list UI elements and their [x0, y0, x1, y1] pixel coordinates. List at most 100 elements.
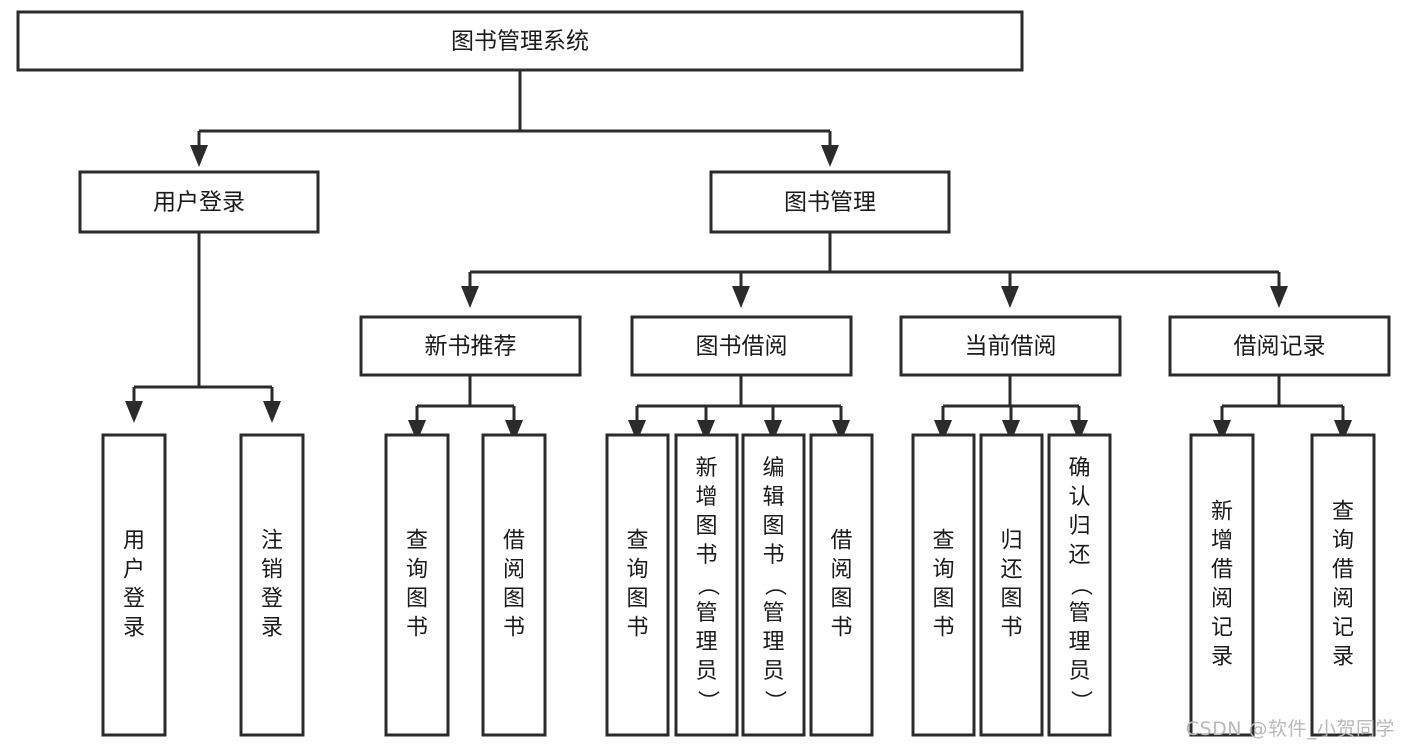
node-box[interactable] [911, 433, 976, 737]
node-root-root[interactable]: 图书管理系统 [16, 10, 1024, 72]
csdn-watermark: CSDN @软件_小贺同学 [1185, 718, 1395, 740]
node-label: 图书借阅 [696, 334, 788, 360]
node-label-char: 注 [261, 529, 283, 554]
node-box[interactable] [16, 10, 1024, 72]
node-leaf-leaf-user-login[interactable]: 用户登录 [101, 433, 167, 737]
node-label-char: 录 [261, 616, 283, 641]
node-level2-book-management[interactable]: 图书管理 [709, 170, 951, 234]
arrow-head-icon [732, 286, 750, 308]
node-label-char: 图 [1000, 587, 1022, 612]
arrow-head-icon [1334, 420, 1352, 442]
node-label-char: 登 [261, 587, 283, 612]
arrow-head-icon [1270, 286, 1288, 308]
node-label-char: 户 [123, 558, 145, 583]
node-label-char: 管 [762, 601, 784, 626]
node-label-char: （ [1068, 574, 1093, 596]
node-box[interactable] [1310, 433, 1376, 737]
node-label-char: 阅 [1211, 587, 1233, 612]
node-label-char: 录 [1332, 645, 1354, 670]
node-label: 图书管理系统 [451, 29, 589, 55]
node-box[interactable] [359, 315, 582, 377]
node-label-char: 理 [1068, 630, 1090, 655]
node-level3-current-borrow[interactable]: 当前借阅 [899, 315, 1122, 377]
arrow-head-icon [263, 401, 281, 423]
node-box[interactable] [899, 315, 1122, 377]
node-label-char: 图 [406, 587, 428, 612]
arrow-head-icon [764, 420, 782, 442]
node-label-char: 确 [1068, 456, 1090, 481]
connector-user-login-to-leaves [125, 232, 281, 423]
node-box[interactable] [239, 433, 305, 737]
arrow-head-icon [190, 145, 208, 167]
node-label-char: 管 [1068, 601, 1090, 626]
node-box[interactable] [101, 433, 167, 737]
node-box[interactable] [1047, 433, 1112, 737]
node-box[interactable] [1189, 433, 1255, 737]
node-box[interactable] [384, 433, 450, 737]
node-label-char: 增 [695, 485, 717, 510]
node-label-char: 增 [1211, 529, 1233, 554]
node-label: 用户登录 [153, 190, 245, 216]
node-box[interactable] [481, 433, 547, 737]
node-box[interactable] [1168, 315, 1391, 377]
node-level2-user-login[interactable]: 用户登录 [78, 170, 320, 234]
node-box[interactable] [809, 433, 874, 737]
node-label-char: 记 [1211, 616, 1233, 641]
node-label-char: 编 [762, 456, 784, 481]
node-label-char: 借 [830, 529, 852, 554]
node-label-char: 图 [830, 587, 852, 612]
node-label-char: 图 [626, 587, 648, 612]
node-box[interactable] [605, 433, 670, 737]
node-level3-book-borrow[interactable]: 图书借阅 [630, 315, 853, 377]
node-level3-new-book-recommend[interactable]: 新书推荐 [359, 315, 582, 377]
node-label-char: 图 [503, 587, 525, 612]
node-label-char: 借 [1332, 558, 1354, 583]
arrow-head-icon [408, 420, 426, 442]
node-label-char: 书 [1000, 616, 1022, 641]
node-label-char: 理 [762, 630, 784, 655]
node-label-char: 图 [932, 587, 954, 612]
arrow-head-icon [697, 420, 715, 442]
node-label-char: 管 [695, 601, 717, 626]
node-label-char: 查 [1332, 500, 1354, 525]
node-box[interactable] [674, 433, 739, 737]
node-box[interactable] [709, 170, 951, 234]
arrow-head-icon [934, 420, 952, 442]
node-label-char: 录 [123, 616, 145, 641]
node-box[interactable] [741, 433, 806, 737]
connector-new-book-recommend-to-leaves [408, 375, 523, 442]
arrow-head-icon [1070, 420, 1088, 442]
node-box[interactable] [630, 315, 853, 377]
node-label-char: 书 [503, 616, 525, 641]
node-box[interactable] [979, 433, 1044, 737]
node-label: 当前借阅 [965, 334, 1057, 360]
node-label-char: 理 [695, 630, 717, 655]
node-box[interactable] [78, 170, 320, 234]
connector-book-management-to-level3 [461, 232, 1288, 308]
node-level3-borrow-record[interactable]: 借阅记录 [1168, 315, 1391, 377]
node-label-char: 记 [1332, 616, 1354, 641]
node-label-char: 借 [503, 529, 525, 554]
arrow-head-icon [461, 286, 479, 308]
node-label-char: 询 [626, 558, 648, 583]
